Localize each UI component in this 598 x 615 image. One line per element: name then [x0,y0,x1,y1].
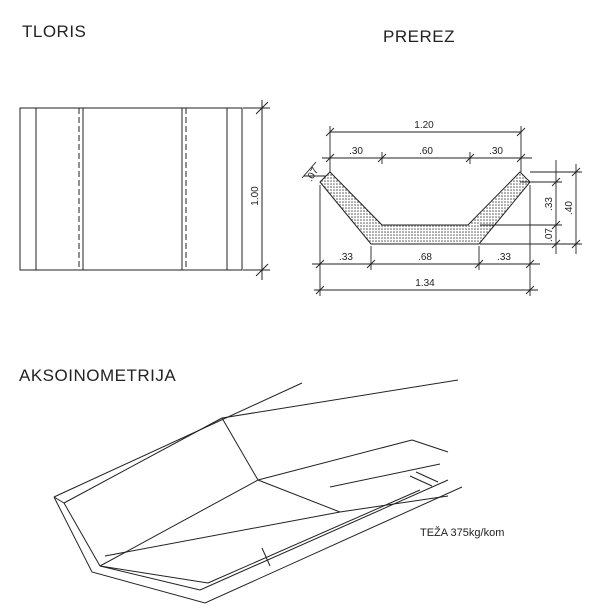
dim-height-total: .40 [564,201,575,215]
dim-top-right: .30 [489,146,503,157]
dim-bottom-right: .33 [497,252,511,263]
plan-outline [19,107,243,271]
dim-top-mid: .60 [419,146,433,157]
dim-thickness-left: .07 [305,166,322,184]
dim-top-left: .30 [349,146,363,157]
section-view [319,171,531,245]
weight-note: TEŽA 375kg/kom [420,526,504,539]
plan-view [19,100,270,280]
dim-top-width: 1.20 [414,120,434,131]
dim-height-wall: .33 [544,197,555,211]
dim-bottom-left: .33 [339,252,353,263]
dim-bottom-mid: .68 [418,252,432,263]
section-heading: PREREZ [383,27,455,46]
plan-length-label: 1.00 [250,186,261,206]
section-profile [319,171,531,245]
dim-tick [255,101,269,115]
axonometry-heading: AKSOINOMETRIJA [19,366,177,385]
dim-overall: 1.34 [415,278,435,289]
dim-tick [255,263,269,277]
plan-heading: TLORIS [22,22,87,41]
section-dimensions [301,126,582,296]
axonometric-view [53,379,463,604]
dim-thickness-right: .07 [544,228,555,242]
